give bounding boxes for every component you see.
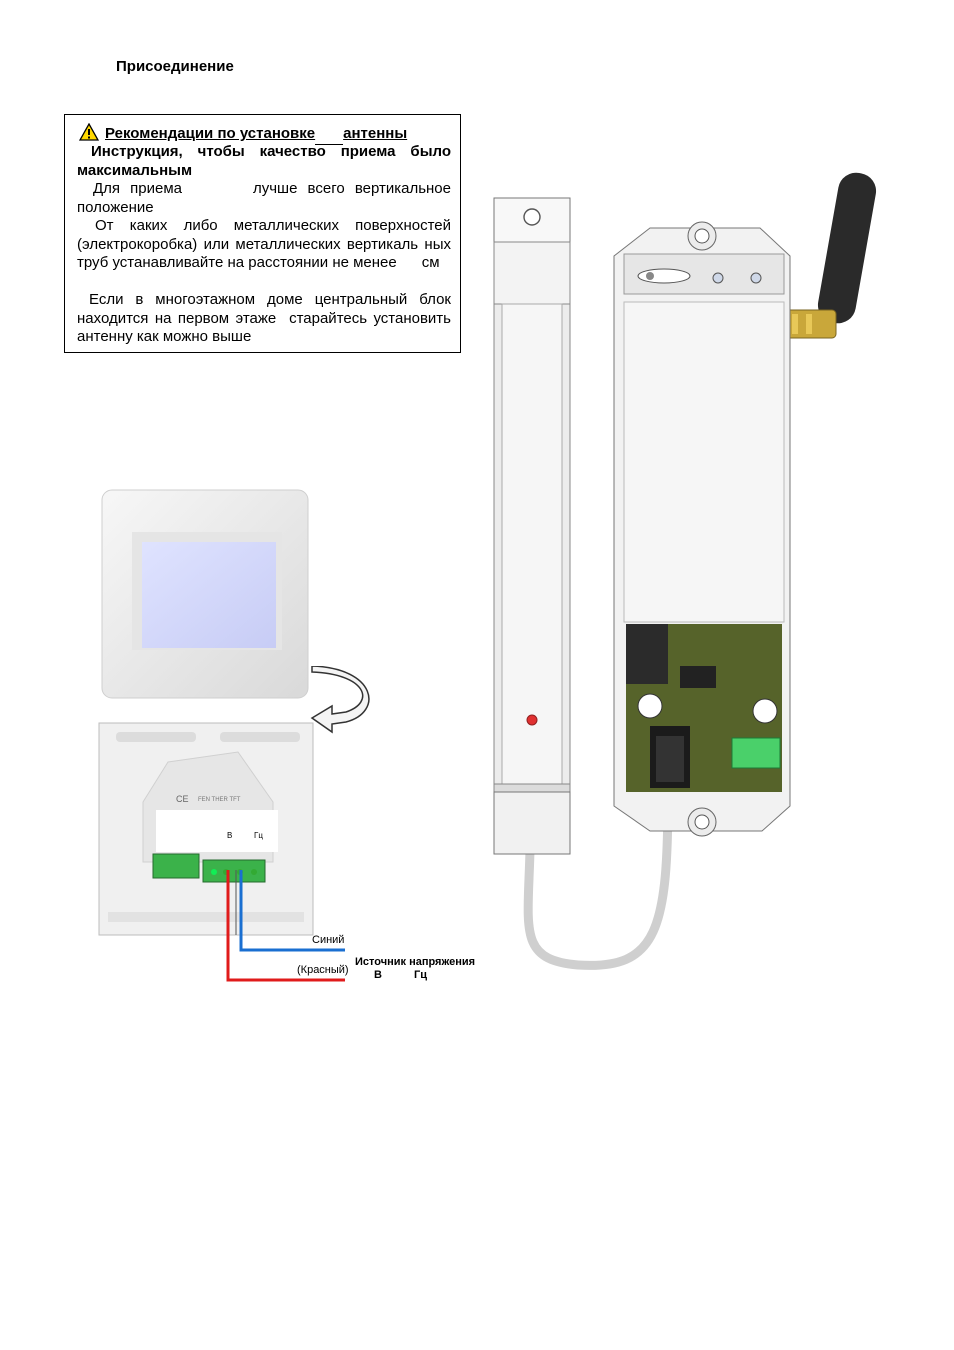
thermostat-front-image [101, 489, 309, 699]
antenna-recommendations-box: Рекомендации по установке антенны Инструк… [64, 114, 461, 353]
connection-cable [523, 785, 673, 970]
brand-label: FEN THER TFT [198, 797, 241, 803]
page-heading: Присоединение [116, 58, 234, 75]
recommendations-heading: Рекомендации по установке антенны [78, 122, 408, 145]
power-source-label: Источник напряжения [355, 956, 476, 968]
instruction-text: Инструкция, чтобы качество приема было м… [77, 143, 451, 179]
power-source-frequency: Гц [414, 969, 427, 981]
red-wire-label: (Красный) [297, 964, 349, 976]
warning-icon [78, 122, 100, 145]
recommendations-title: Рекомендации по установке [105, 125, 316, 142]
central-unit-image [613, 172, 877, 837]
recommendation-vertical: Для приема лучше всего вертикальное поло… [77, 180, 456, 216]
antenna-bar-image [493, 197, 673, 970]
antenna-icon [785, 172, 877, 339]
thermostat-back-image: CE FEN THER TFT [98, 722, 314, 936]
recommendation-distance: От каких либо металлических поверхностей… [77, 217, 456, 271]
power-source-voltage: В [374, 969, 382, 981]
curved-arrow-icon [310, 666, 370, 734]
terminal-frequency-label: Гц [254, 831, 263, 840]
recommendations-title-suffix: антенны [343, 125, 408, 142]
ce-mark: CE [176, 794, 189, 804]
terminal-voltage-label: В [227, 831, 233, 840]
blue-wire-label: Синий [312, 934, 345, 946]
recommendation-height: Если в многоэтажном доме центральный бло… [77, 291, 481, 345]
